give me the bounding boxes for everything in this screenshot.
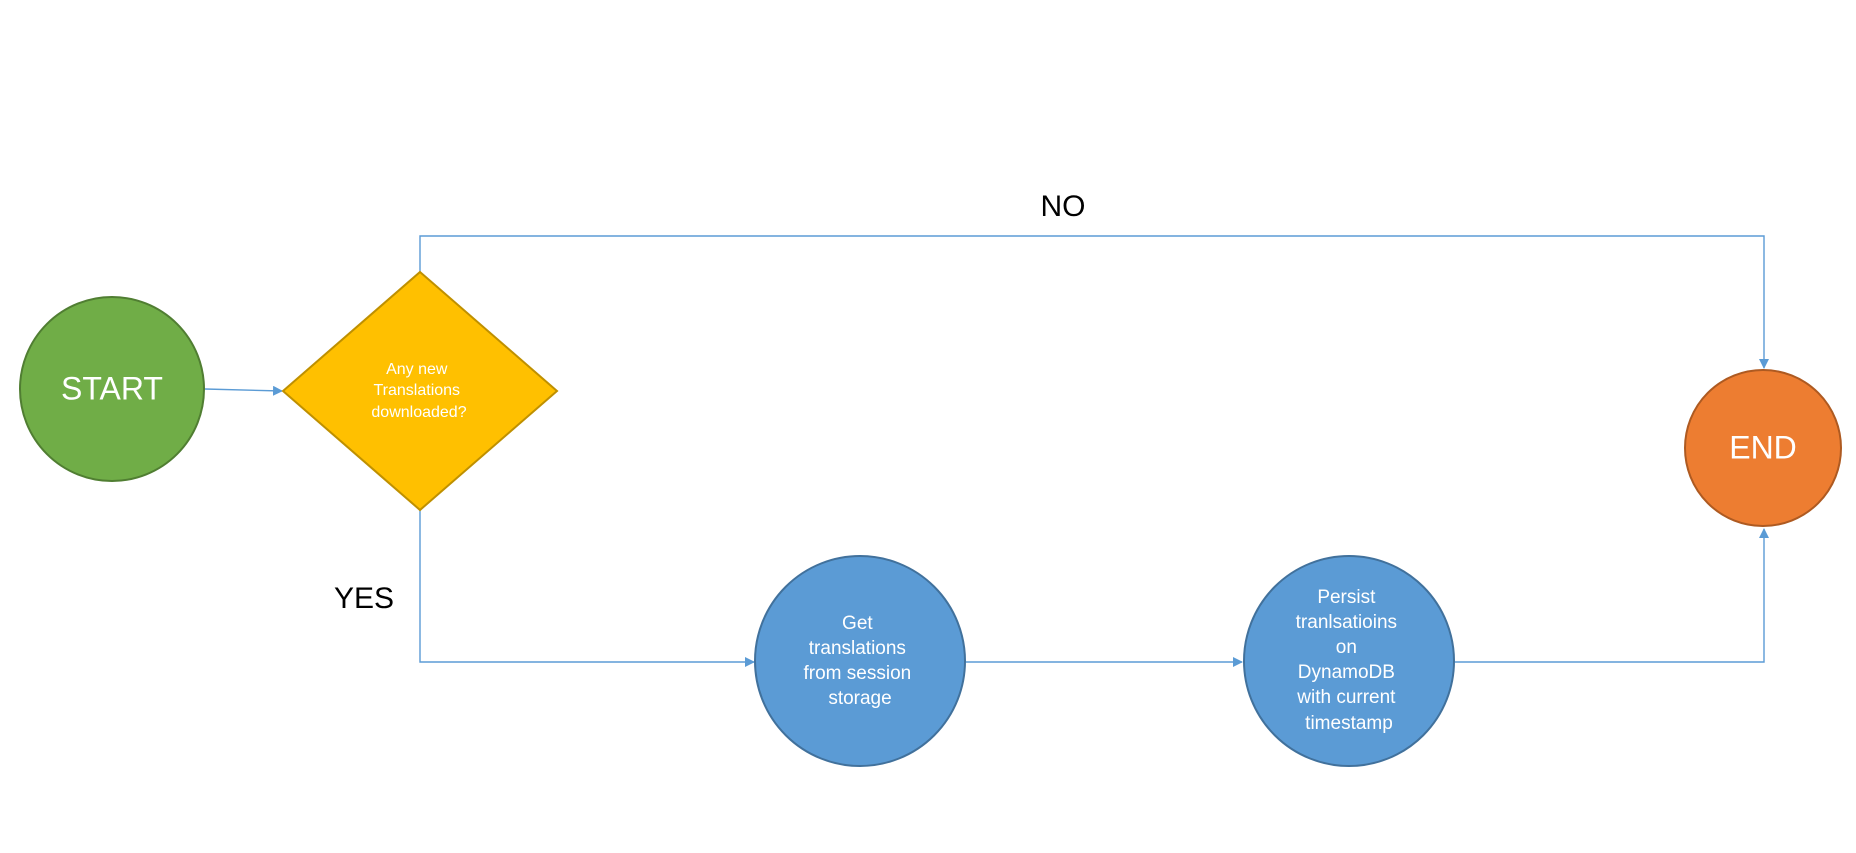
persist-label: Persist tranlsatioins on DynamoDB with c…: [1296, 587, 1403, 734]
start-label: START: [61, 370, 163, 406]
edge-decision-yes-to-get-translations: [419, 510, 755, 667]
edge-persist-to-end: [1455, 528, 1769, 663]
persist-label-line: tranlsatioins: [1296, 612, 1397, 633]
persist-label-line: on: [1336, 637, 1357, 658]
end-node: END: [1684, 369, 1842, 527]
decision-label-line: Any new: [386, 361, 448, 378]
end-label: END: [1729, 429, 1797, 465]
start-circle: [19, 296, 205, 482]
edge-label-yes: YES: [334, 582, 394, 615]
decision-label-line: downloaded?: [371, 404, 466, 421]
edge-label-no: NO: [1041, 190, 1086, 223]
persist-label-line: DynamoDB: [1298, 662, 1395, 683]
get-translations-label-line: Get: [842, 613, 873, 634]
edge-start-to-decision: [204, 385, 283, 396]
persist-circle: [1243, 555, 1455, 767]
persist-label-line: Persist: [1317, 587, 1376, 608]
get-translations-label-line: from session: [804, 663, 912, 684]
end-circle: [1684, 369, 1842, 527]
decision-label: Any new Translations downloaded?: [371, 361, 466, 421]
persist-node: Persist tranlsatioins on DynamoDB with c…: [1243, 555, 1455, 767]
persist-label-line: with current: [1296, 687, 1396, 708]
persist-label-line: timestamp: [1305, 713, 1393, 734]
get-translations-node: Get translations from session storage: [754, 555, 966, 767]
decision-node: Any new Translations downloaded?: [281, 270, 559, 512]
decision-diamond: [281, 270, 559, 512]
get-translations-label-line: storage: [828, 688, 891, 709]
start-node: START: [19, 296, 205, 482]
get-translations-label: Get translations from session storage: [804, 613, 917, 709]
edge-decision-no-to-end: [419, 235, 1769, 369]
get-translations-circle: [754, 555, 966, 767]
get-translations-label-line: translations: [809, 638, 906, 659]
decision-label-line: Translations: [373, 382, 460, 399]
